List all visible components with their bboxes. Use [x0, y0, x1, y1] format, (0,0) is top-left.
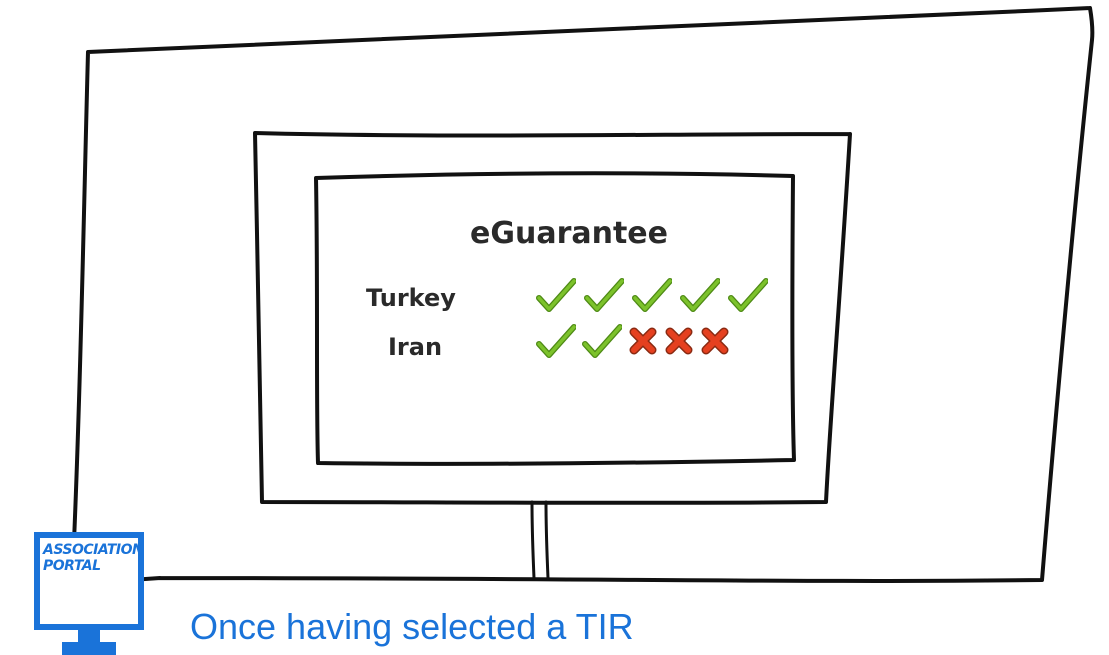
- association-portal-logo: ASSOCIATION PORTAL: [34, 532, 154, 655]
- check-mark-icon: [632, 278, 672, 312]
- monitor-screen-outline: [314, 171, 796, 466]
- monitor-icon-base: [62, 642, 116, 655]
- monitor-icon: ASSOCIATION PORTAL: [34, 532, 144, 630]
- portal-logo-text: ASSOCIATION PORTAL: [43, 542, 144, 574]
- check-mark-icon: [536, 278, 576, 312]
- turkey-status-marks: [536, 278, 768, 312]
- monitor-stand: [530, 500, 550, 580]
- check-mark-icon: [582, 324, 622, 358]
- cross-mark-icon: [665, 327, 693, 355]
- outer-board-outline: [68, 6, 1095, 588]
- monitor-icon-stand: [78, 630, 100, 644]
- caption-text: Once having selected a TIR: [190, 606, 634, 647]
- cross-mark-icon: [629, 327, 657, 355]
- check-mark-icon: [536, 324, 576, 358]
- check-mark-icon: [680, 278, 720, 312]
- check-mark-icon: [728, 278, 768, 312]
- country-label-turkey: Turkey: [366, 284, 456, 312]
- check-mark-icon: [584, 278, 624, 312]
- iran-status-marks: [536, 324, 730, 358]
- monitor-frame-outline: [253, 131, 852, 505]
- cross-mark-icon: [701, 327, 729, 355]
- country-label-iran: Iran: [388, 333, 443, 361]
- eguarantee-title: eGuarantee: [470, 216, 669, 251]
